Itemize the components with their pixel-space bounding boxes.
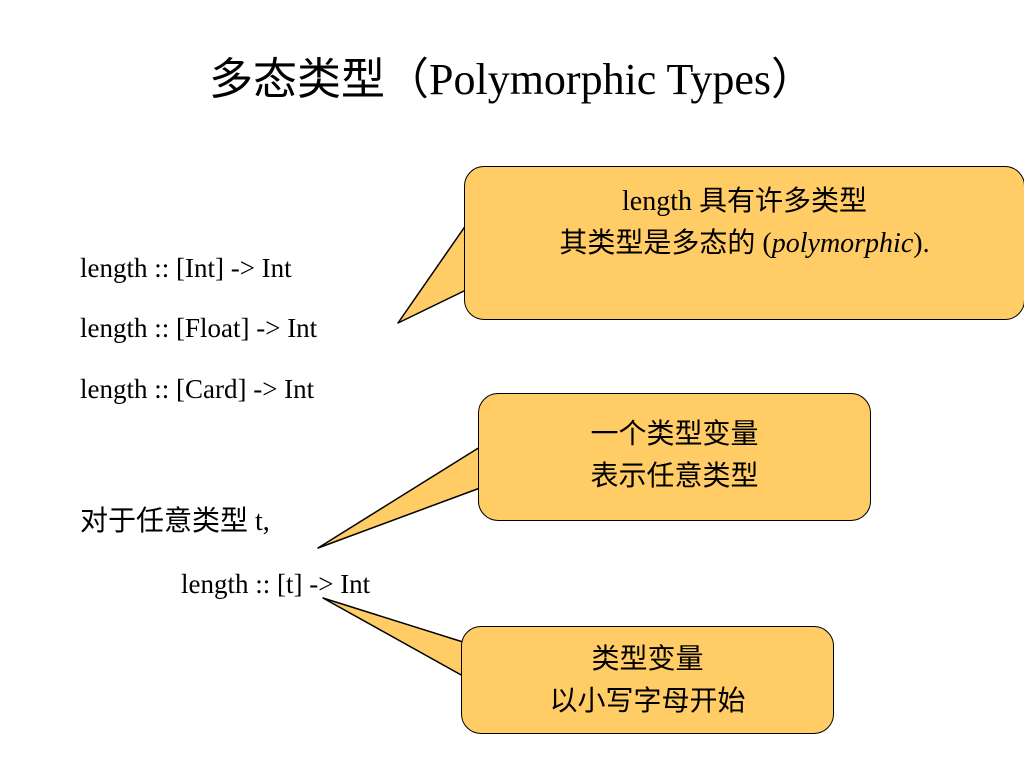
signature-float: length :: [Float] -> Int	[80, 313, 318, 343]
callout-3-pointer	[322, 597, 464, 677]
forall-statement: 对于任意类型 t,	[80, 506, 270, 537]
callout-type-variable: 一个类型变量 表示任意类型	[478, 393, 871, 521]
slide-title: 多态类型（Polymorphic Types）	[209, 55, 815, 104]
callout-2-line-1: 一个类型变量	[590, 419, 759, 450]
general-signature: length :: [t] -> Int	[181, 569, 371, 599]
callout-3-line-2: 以小写字母开始	[549, 686, 746, 717]
signature-int: length :: [Int] -> Int	[80, 253, 292, 283]
callout-1-pointer	[397, 224, 467, 324]
callout-polymorphic: length 具有许多类型 其类型是多态的 (polymorphic).	[464, 166, 1024, 320]
callout-2-pointer	[317, 446, 481, 549]
callout-1-line-2-prefix: 其类型是多态的 (	[559, 228, 772, 259]
callout-2-line-2: 表示任意类型	[590, 461, 759, 492]
callout-1-line-1: length 具有许多类型	[622, 186, 867, 217]
callout-1-line-2: 其类型是多态的 (polymorphic).	[465, 223, 1024, 265]
callout-lowercase: 类型变量 以小写字母开始	[461, 626, 834, 734]
signature-card: length :: [Card] -> Int	[80, 374, 315, 404]
callout-1-emphasis: polymorphic	[771, 228, 914, 259]
callout-3-line-1: 类型变量	[591, 644, 704, 675]
callout-1-line-2-suffix: ).	[913, 228, 930, 259]
